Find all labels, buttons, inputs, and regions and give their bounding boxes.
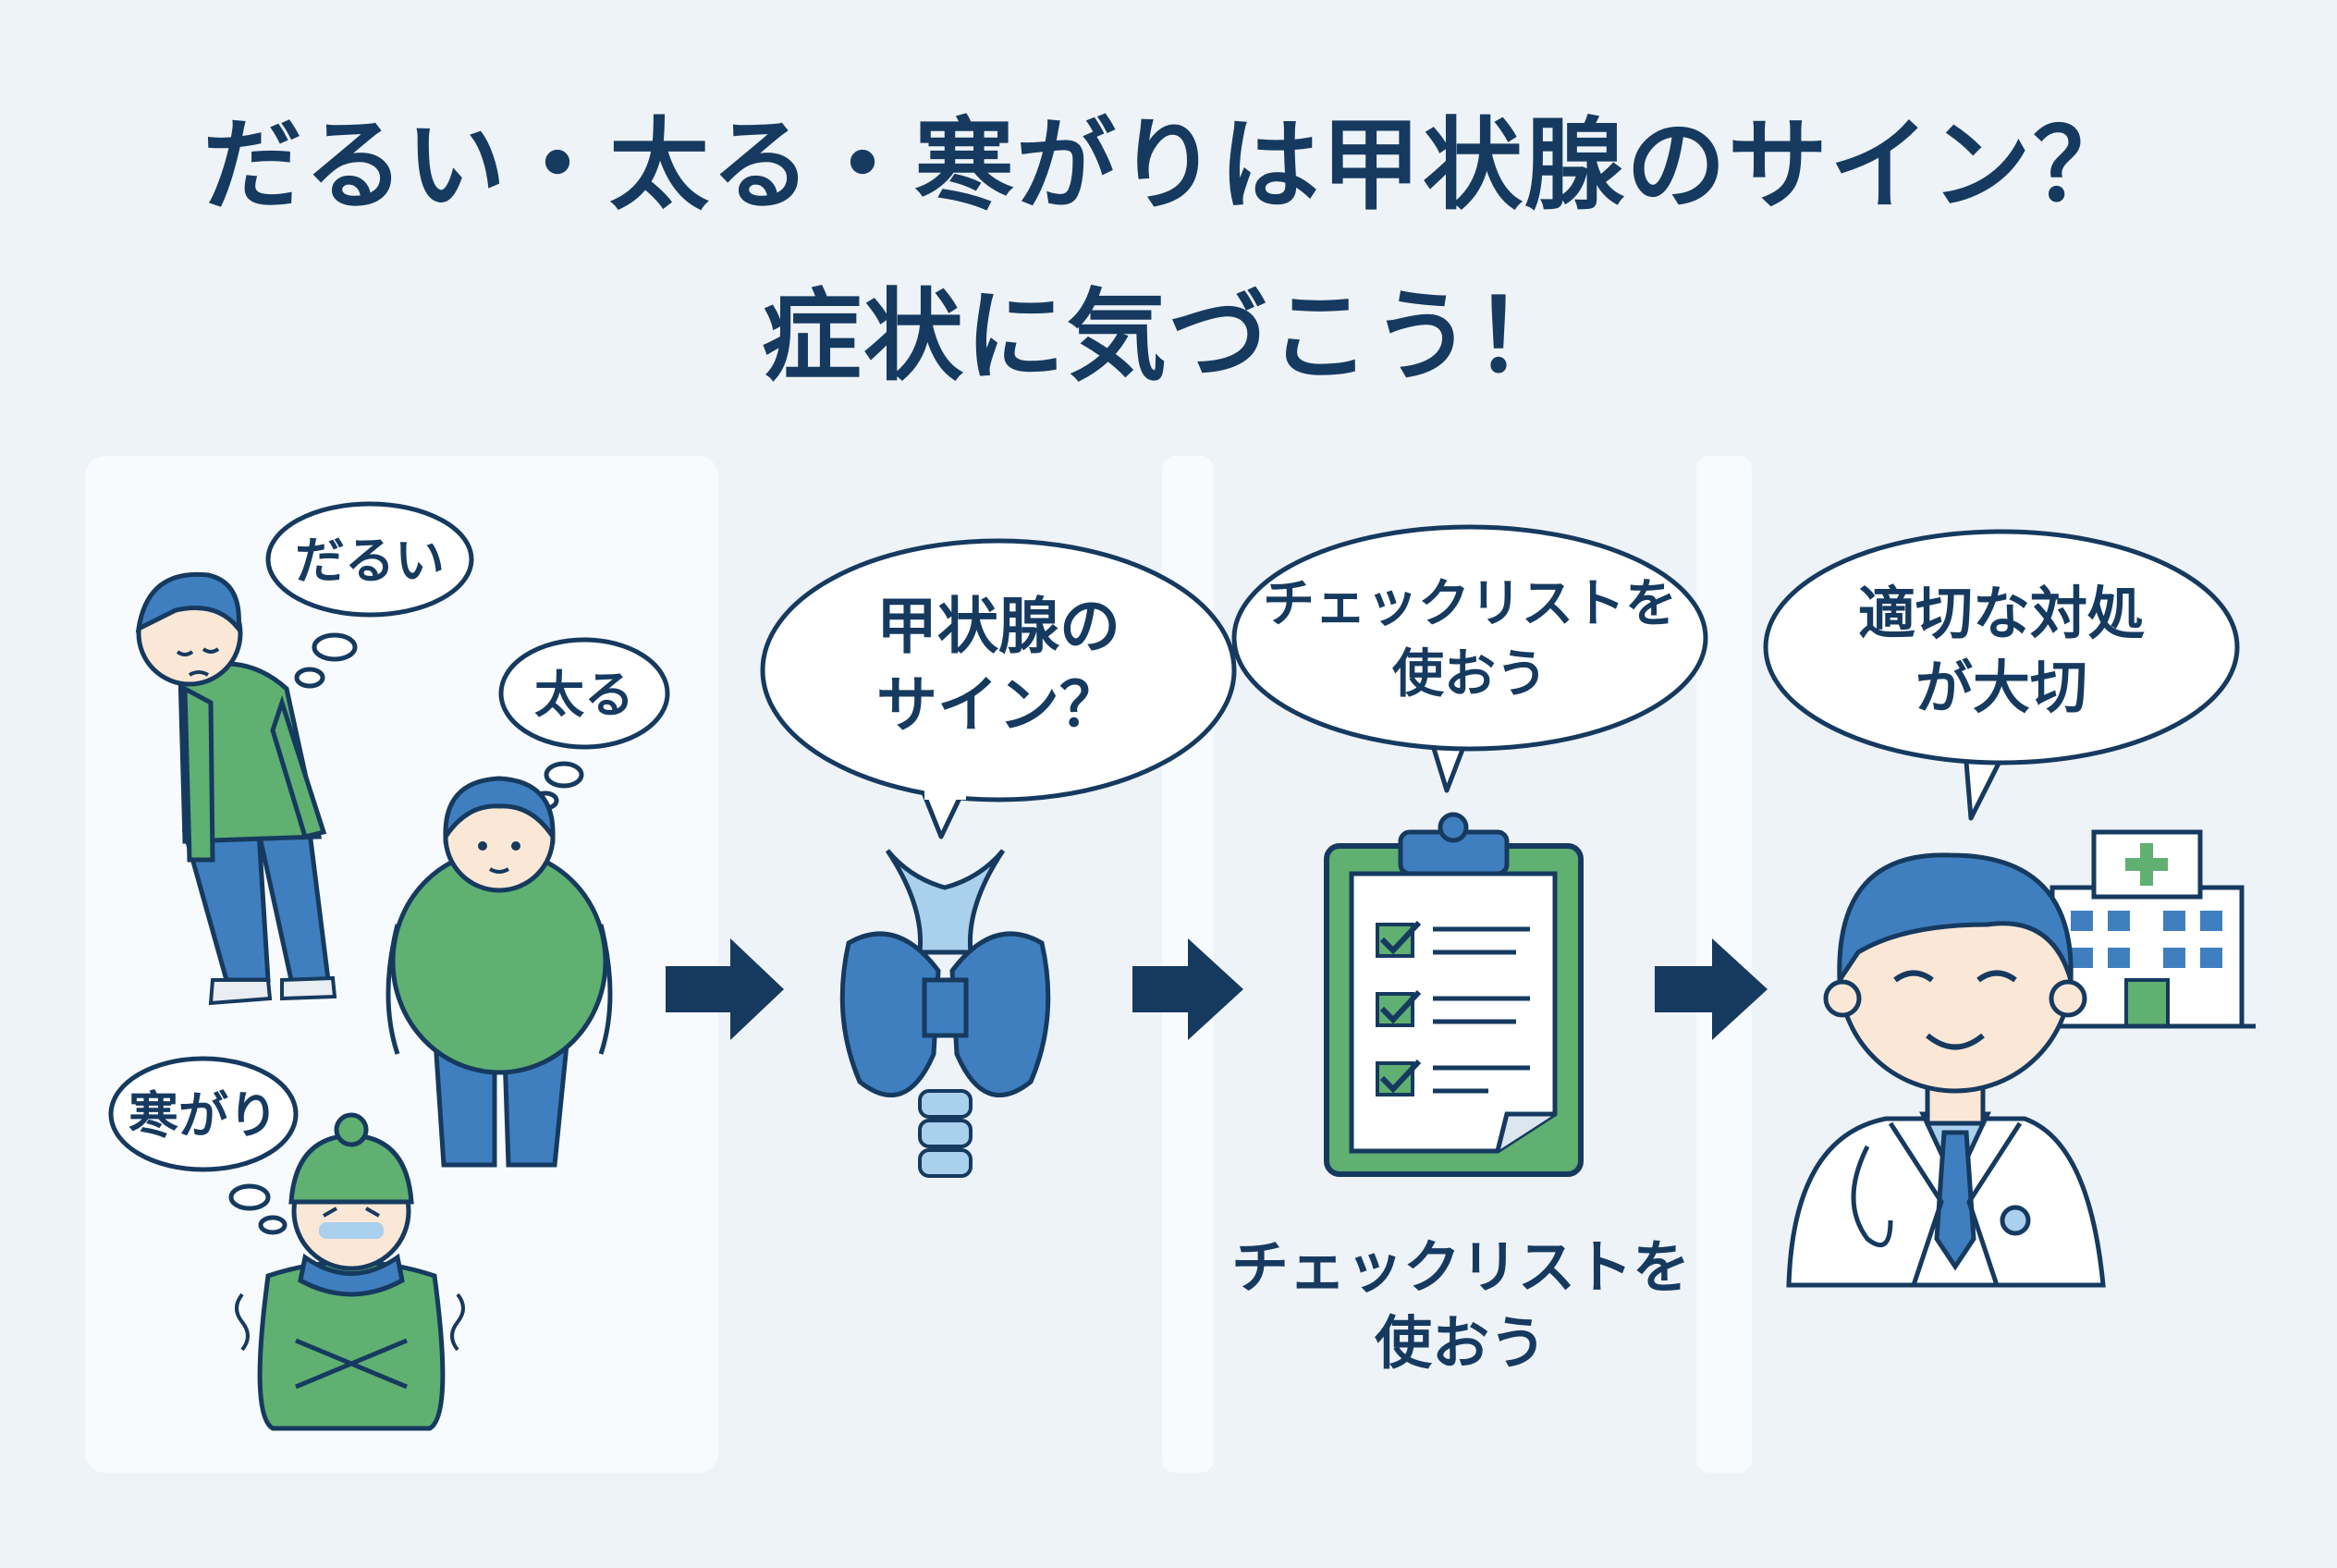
clipboard-checklist-icon bbox=[1324, 812, 1584, 1177]
thought-bubble-weight: 太る bbox=[498, 637, 670, 811]
checklist-bubble-line1: チェックリストを bbox=[1263, 574, 1677, 634]
cold-person-figure bbox=[235, 1112, 465, 1431]
page-title-line1: だるい・太る・寒がりは甲状腺のサイン？ bbox=[202, 108, 2135, 224]
speech-bubble-checklist: チェックリストを 使おう bbox=[1231, 524, 1708, 793]
symptom-label-tired: だるい bbox=[295, 532, 445, 590]
thought-bubble-cold: 寒がり bbox=[108, 1056, 299, 1235]
thought-bubble-tired: だるい bbox=[265, 501, 474, 689]
doctor-figure bbox=[1786, 852, 2106, 1288]
doctor-bubble-line1: 適切な対処 bbox=[1858, 580, 2145, 647]
arrow-right-icon-2 bbox=[1132, 938, 1243, 1040]
thyroid-bubble-line2: サイン？ bbox=[876, 669, 1120, 741]
page-title-line2: 症状に気づこう！ bbox=[761, 279, 1575, 395]
checklist-caption-line1: チェックリストを bbox=[1230, 1233, 1690, 1301]
checklist-caption: チェックリストを 使おう bbox=[1183, 1230, 1738, 1381]
checklist-caption-line2: 使おう bbox=[1374, 1309, 1547, 1377]
symptom-label-cold: 寒がり bbox=[128, 1086, 278, 1145]
symptom-label-weight: 太る bbox=[534, 666, 634, 724]
checklist-bubble-line2: 使おう bbox=[1392, 644, 1548, 704]
arrow-right-icon-1 bbox=[666, 938, 784, 1040]
speech-bubble-thyroid: 甲状腺の サイン？ bbox=[760, 538, 1237, 839]
tired-man-figure bbox=[135, 571, 337, 1006]
speech-bubble-doctor: 適切な対処 が大切 bbox=[1763, 529, 2240, 821]
overweight-woman-figure bbox=[385, 776, 613, 1168]
thyroid-bubble-line1: 甲状腺の bbox=[876, 591, 1120, 662]
doctor-bubble-line2: が大切 bbox=[1915, 654, 2087, 721]
arrow-right-icon-3 bbox=[1655, 938, 1768, 1040]
thyroid-gland-icon bbox=[839, 849, 1051, 1178]
